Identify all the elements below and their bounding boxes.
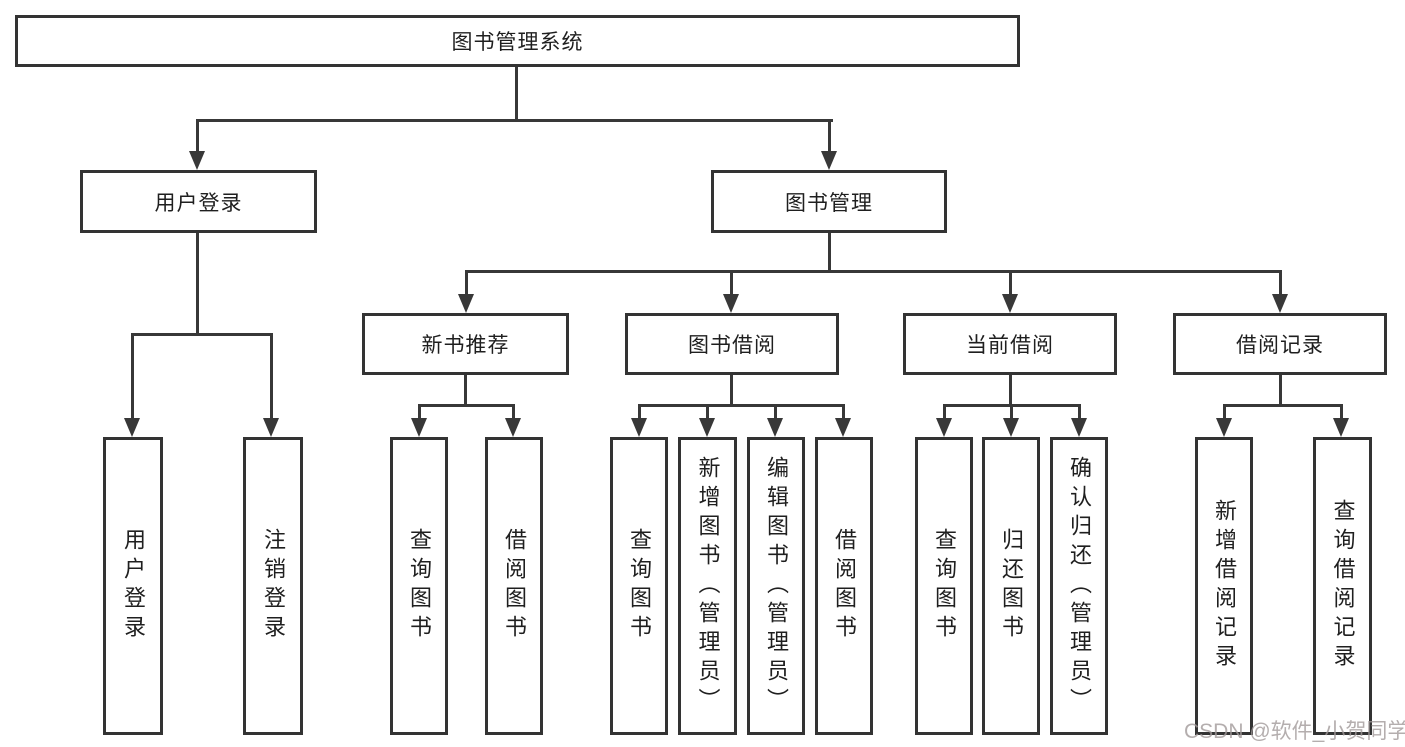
node-label: 借阅图书: [832, 528, 857, 644]
node-label: 查询借阅记录: [1330, 499, 1356, 673]
node-label: 归还图书: [999, 528, 1024, 644]
connector-line: [515, 67, 518, 120]
node-label: 查询图书: [932, 528, 957, 644]
node-book-borrow: 图书借阅: [625, 313, 839, 375]
connector-line: [1279, 375, 1282, 406]
connector-line: [1009, 375, 1012, 406]
node-user-login: 用户登录: [80, 170, 317, 233]
arrow-down-icon: [263, 418, 279, 437]
node-label: 借阅记录: [1236, 334, 1324, 357]
node-label: 图书借阅: [688, 334, 776, 357]
leaf-logout: 注销登录: [243, 437, 303, 735]
connector-line: [943, 404, 946, 420]
node-library-management-system: 图书管理系统: [15, 15, 1020, 67]
node-book-management: 图书管理: [711, 170, 947, 233]
node-borrow-record: 借阅记录: [1173, 313, 1387, 375]
node-label: 查询图书: [627, 528, 652, 644]
csdn-watermark: CSDN @软件_小贺同学: [1184, 720, 1405, 743]
leaf-query-book-3: 查询图书: [915, 437, 973, 735]
arrow-down-icon: [124, 418, 140, 437]
node-current-borrow: 当前借阅: [903, 313, 1117, 375]
leaf-return-book: 归还图书: [982, 437, 1040, 735]
leaf-borrow-book-1: 借阅图书: [485, 437, 543, 735]
arrow-down-icon: [1002, 294, 1018, 313]
connector-line: [196, 233, 199, 336]
connector-line: [418, 404, 421, 420]
arrow-down-icon: [505, 418, 521, 437]
leaf-query-borrow-record: 查询借阅记录: [1313, 437, 1372, 735]
connector-line: [465, 270, 1282, 273]
connector-line: [418, 404, 514, 407]
node-label: 编辑图书（管理员）: [764, 455, 789, 717]
arrow-down-icon: [1272, 294, 1288, 313]
leaf-user-login: 用户登录: [103, 437, 163, 735]
arrow-down-icon: [821, 151, 837, 170]
connector-line: [465, 270, 468, 296]
leaf-confirm-return-admin: 确认归还（管理员）: [1050, 437, 1108, 735]
arrow-down-icon: [189, 151, 205, 170]
arrow-down-icon: [1003, 418, 1019, 437]
leaf-query-book-2: 查询图书: [610, 437, 668, 735]
node-label: 新增图书（管理员）: [695, 455, 721, 717]
leaf-borrow-book-2: 借阅图书: [815, 437, 873, 735]
connector-line: [270, 333, 273, 420]
arrow-down-icon: [411, 418, 427, 437]
connector-line: [131, 333, 273, 336]
arrow-down-icon: [767, 418, 783, 437]
connector-line: [1009, 270, 1012, 296]
arrow-down-icon: [699, 418, 715, 437]
node-label: 图书管理: [785, 191, 873, 215]
connector-line: [730, 270, 733, 296]
connector-line: [828, 233, 831, 272]
node-label: 用户登录: [121, 528, 146, 644]
connector-line: [196, 119, 833, 122]
node-label: 新增借阅记录: [1212, 499, 1237, 673]
arrow-down-icon: [1333, 418, 1349, 437]
connector-line: [730, 375, 733, 406]
connector-line: [196, 119, 199, 152]
node-label: 新书推荐: [421, 334, 510, 357]
connector-line: [1340, 404, 1343, 420]
connector-line: [1279, 270, 1282, 296]
node-label: 查询图书: [407, 528, 432, 644]
connector-line: [842, 404, 845, 420]
arrow-down-icon: [835, 418, 851, 437]
node-new-book-recommend: 新书推荐: [362, 313, 569, 375]
leaf-add-borrow-record: 新增借阅记录: [1195, 437, 1253, 735]
connector-line: [638, 404, 845, 407]
node-label: 图书管理系统: [451, 31, 584, 54]
arrow-down-icon: [1071, 418, 1087, 437]
node-label: 注销登录: [261, 528, 286, 644]
connector-line: [131, 333, 134, 420]
leaf-add-book-admin: 新增图书（管理员）: [678, 437, 737, 735]
arrow-down-icon: [458, 294, 474, 313]
connector-line: [512, 404, 515, 420]
connector-line: [464, 375, 467, 406]
arrow-down-icon: [631, 418, 647, 437]
connector-line: [1223, 404, 1226, 420]
connector-line: [828, 119, 831, 152]
node-label: 用户登录: [154, 191, 243, 215]
leaf-edit-book-admin: 编辑图书（管理员）: [747, 437, 805, 735]
arrow-down-icon: [723, 294, 739, 313]
connector-line: [774, 404, 777, 420]
connector-line: [706, 404, 709, 420]
node-label: 当前借阅: [966, 334, 1054, 357]
leaf-query-book-1: 查询图书: [390, 437, 448, 735]
arrow-down-icon: [936, 418, 952, 437]
arrow-down-icon: [1216, 418, 1232, 437]
connector-line: [638, 404, 641, 420]
connector-line: [1223, 404, 1342, 407]
connector-line: [1010, 404, 1013, 420]
node-label: 确认归还（管理员）: [1067, 455, 1092, 717]
node-label: 借阅图书: [502, 528, 527, 644]
connector-line: [1078, 404, 1081, 420]
